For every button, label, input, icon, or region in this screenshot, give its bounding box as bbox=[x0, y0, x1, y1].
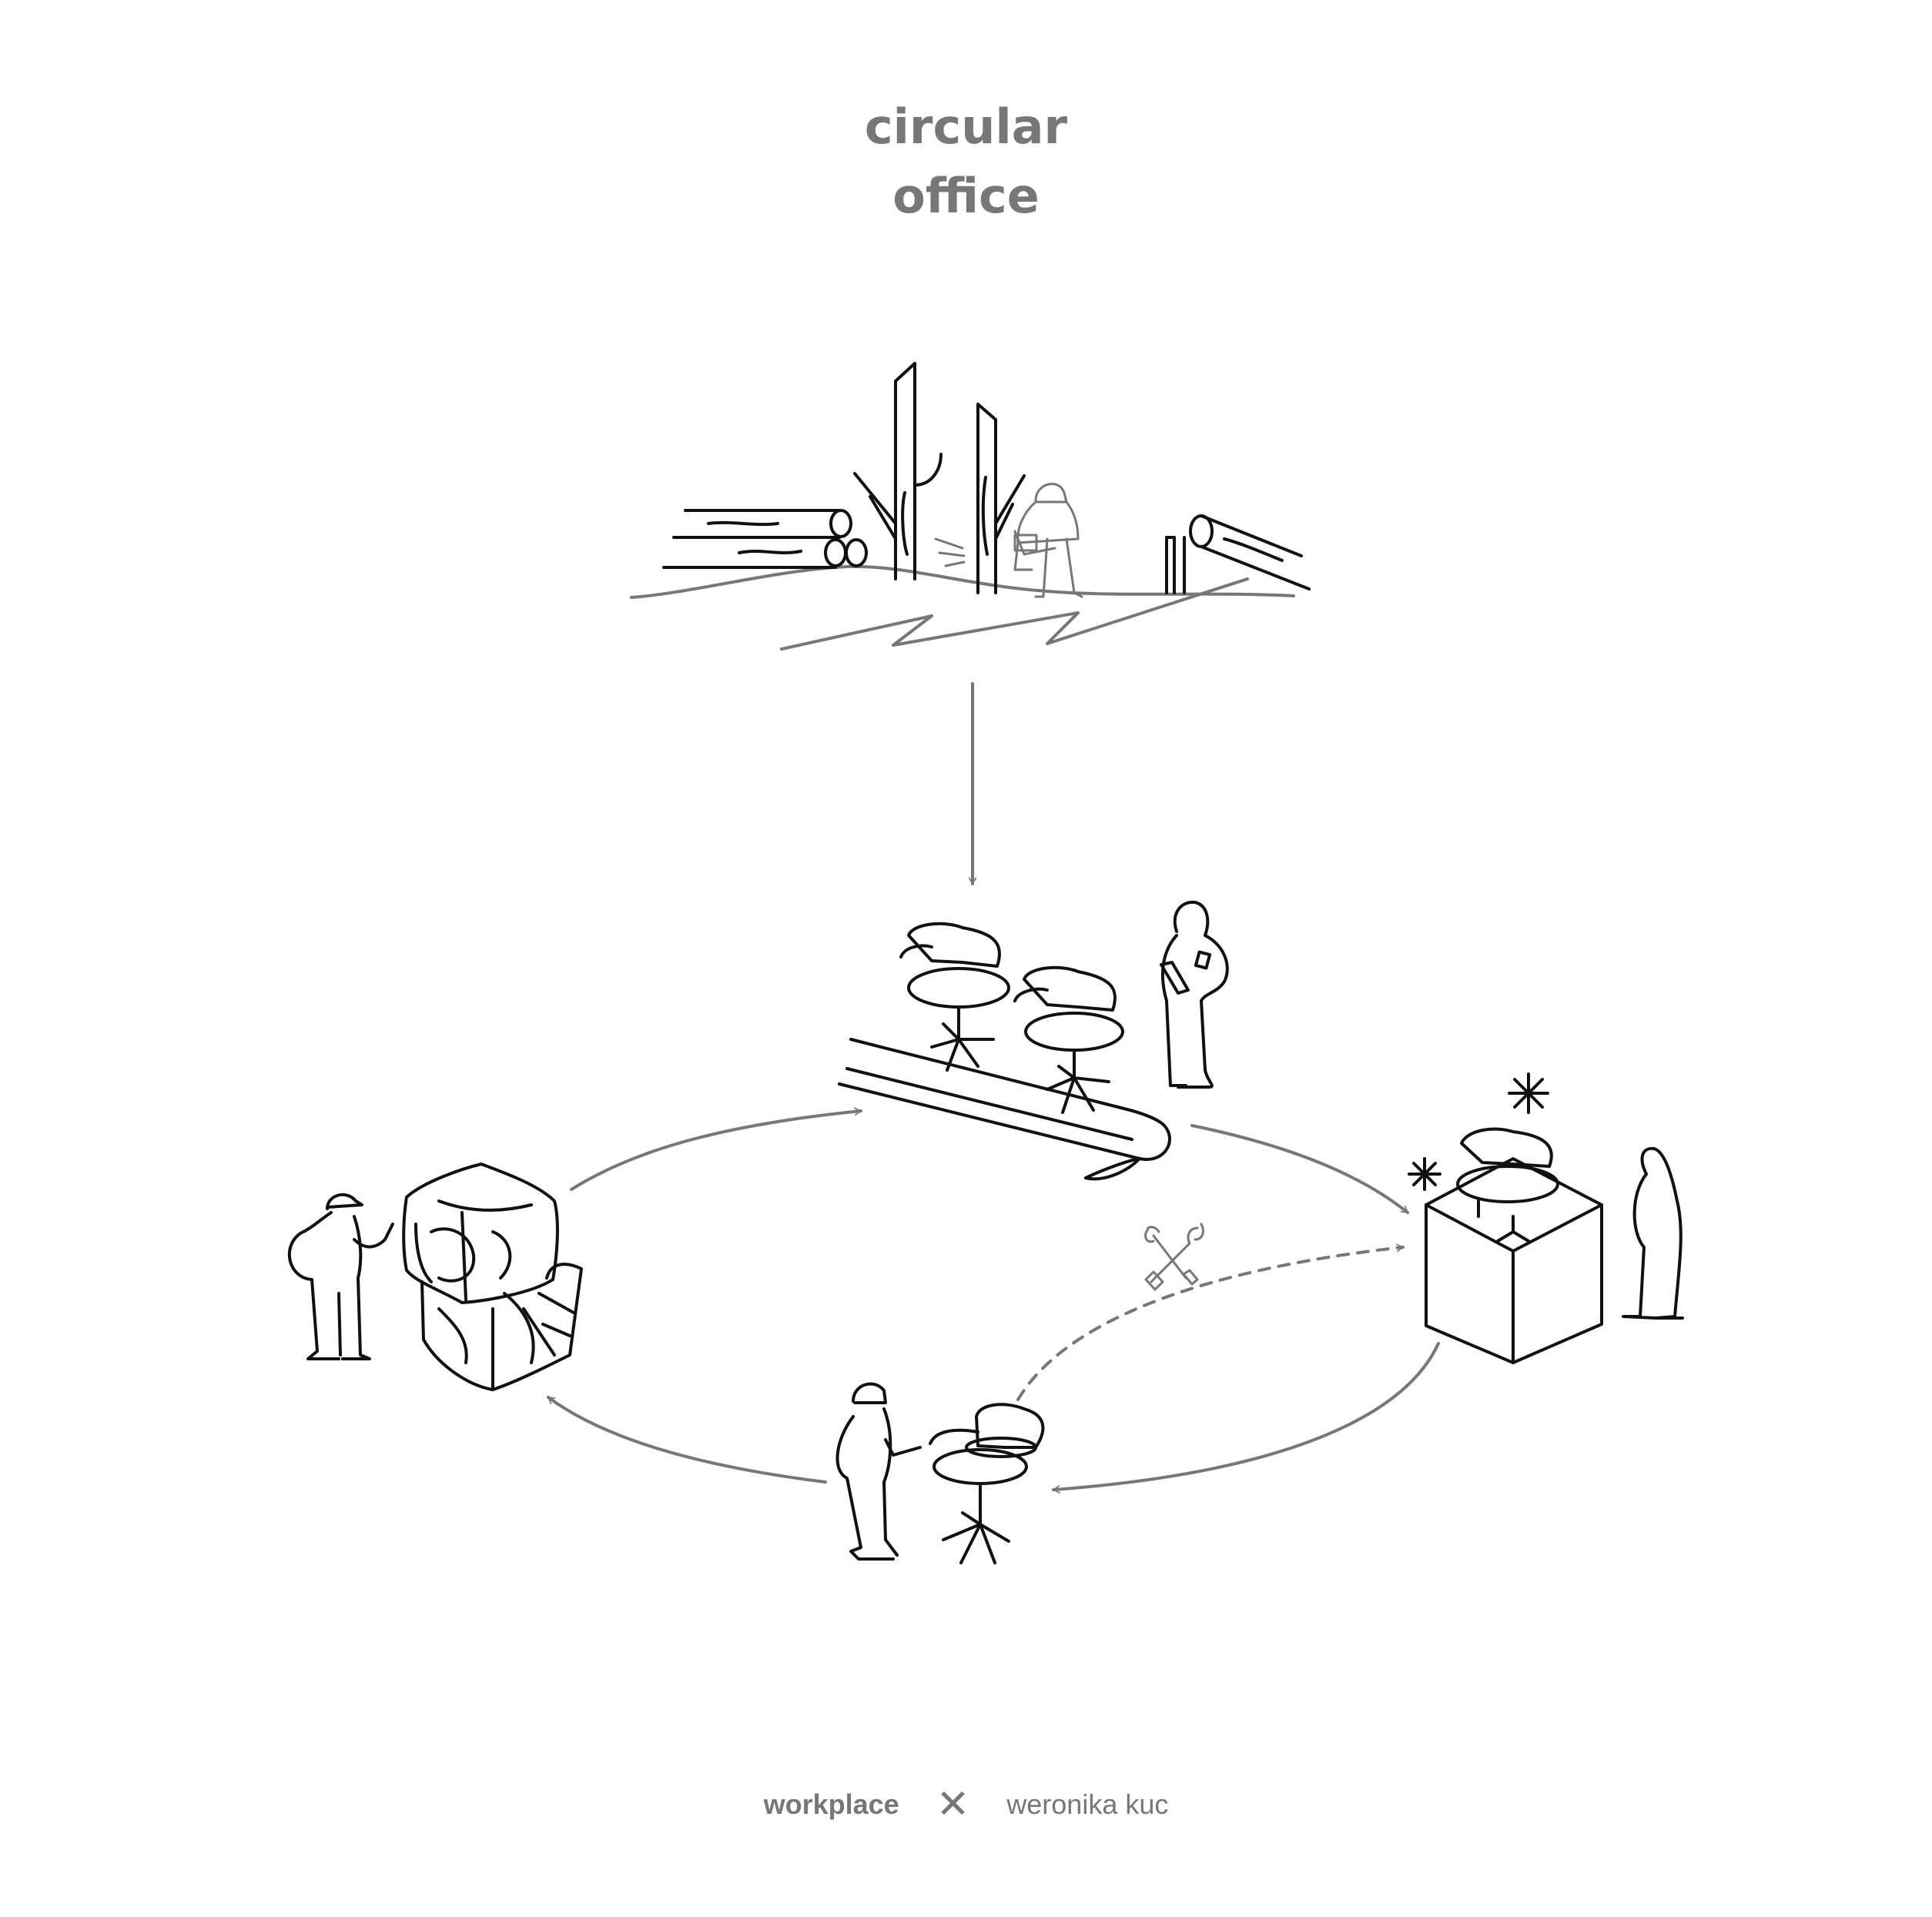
repair-chair-icon bbox=[835, 1382, 1045, 1564]
footer-separator-icon: ✕ bbox=[936, 1782, 970, 1827]
felled-logs-right-icon bbox=[1165, 514, 1311, 594]
footer-brand: workplace bbox=[763, 1788, 899, 1820]
title-line-2: office bbox=[892, 168, 1040, 224]
arrow-use-to-recycle bbox=[547, 1396, 827, 1484]
title-line-1: circular bbox=[864, 99, 1068, 155]
inspector-worker-icon bbox=[1160, 900, 1229, 1089]
tools-icon bbox=[1144, 1223, 1204, 1291]
arrow-production-to-packaging bbox=[1190, 1124, 1409, 1214]
saw-sparks-icon bbox=[934, 537, 966, 567]
log-pile-left-icon bbox=[662, 509, 868, 569]
conveyor-chairs-icon bbox=[838, 900, 1229, 1181]
customer-person-icon bbox=[1622, 1146, 1684, 1320]
page-title: circular office bbox=[0, 92, 1932, 231]
arrow-recycle-to-production bbox=[570, 1107, 862, 1191]
tree-trunk-2-icon bbox=[976, 403, 1026, 594]
chair-1-icon bbox=[899, 922, 1010, 1072]
recycling-worker-icon bbox=[287, 1193, 394, 1360]
sparkle-icon bbox=[1408, 1072, 1549, 1191]
footer-author: weronika kuc bbox=[1006, 1788, 1169, 1820]
arrow-repair-dashed bbox=[1016, 1243, 1405, 1401]
compressed-bales-icon bbox=[287, 1163, 583, 1391]
packaged-chair-box-icon bbox=[1408, 1072, 1684, 1364]
tree-trunk-1-icon bbox=[853, 362, 943, 580]
footer: workplace ✕ weronika kuc bbox=[0, 1785, 1932, 1825]
arrow-packaging-to-use bbox=[1052, 1342, 1440, 1494]
chair-2-icon bbox=[1013, 965, 1124, 1114]
technician-person-icon bbox=[835, 1382, 922, 1561]
logger-worker-icon bbox=[1013, 483, 1083, 598]
forest-logging-scene bbox=[630, 362, 1311, 651]
